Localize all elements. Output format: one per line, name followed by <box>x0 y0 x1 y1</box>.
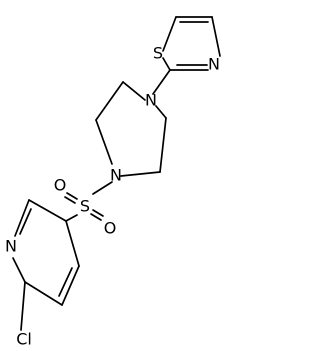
bond-pip-c5-c6 <box>159 117 167 173</box>
atom-thiazole-s: S <box>153 44 163 63</box>
bond-pyr-c3-c2 <box>28 199 67 222</box>
pyridine-ring <box>12 199 80 306</box>
bond-pyr-c2-n1 <box>14 199 30 237</box>
bond-pyr-c6-c5 <box>24 281 63 306</box>
bond-pyridine-chlorine <box>20 281 26 331</box>
piperazine-ring <box>95 81 167 177</box>
bond-pip-c2-c3 <box>95 81 124 121</box>
atom-pyridine-n: N <box>5 237 17 256</box>
bond-s-o-right-b <box>90 213 102 221</box>
bond-pyr-c5-c4-inner <box>58 267 73 297</box>
bond-pyr-c4-c3 <box>65 220 80 267</box>
bond-pip-c6-n1 <box>155 105 167 119</box>
bond-s-o-left-b <box>64 196 76 204</box>
atom-sulfonyl-o-right: O <box>104 219 117 238</box>
bond-piperazine-sulfonyl <box>92 181 113 195</box>
atom-sulfonyl-o-left: O <box>54 176 67 195</box>
bond-pyr-c5-c4 <box>61 265 80 306</box>
atom-chlorine: Cl <box>16 330 32 349</box>
bond-thiazole-piperazine <box>152 69 171 95</box>
atom-thiazole-n: N <box>208 55 220 74</box>
bond-s-o-right-a <box>92 209 104 217</box>
bond-pip-n1-c2 <box>122 81 146 101</box>
bond-pyr-n1-c6 <box>12 257 26 283</box>
atom-piperazine-n-bottom: N <box>110 166 122 185</box>
bond-pip-n4-c5 <box>120 171 161 177</box>
bond-pip-c3-n4 <box>95 119 113 165</box>
bond-thiazole-s-c5 <box>162 16 177 52</box>
bond-pyr-c2-n1-inner <box>19 208 32 235</box>
bond-sulfonyl-pyridine <box>65 214 78 222</box>
molecule-structure: S N N N S O O N Cl <box>5 16 221 349</box>
structure-canvas: S N N N S O O N Cl <box>5 16 221 349</box>
bond-thiazole-c4-n <box>211 16 221 57</box>
atom-sulfonyl-s: S <box>80 197 90 216</box>
sulfonyl-group <box>64 192 104 221</box>
bond-s-o-left-a <box>66 192 78 200</box>
thiazole-ring <box>162 16 221 71</box>
atom-piperazine-n-top: N <box>145 91 157 110</box>
bond-thiazole-c2-s <box>162 57 171 71</box>
